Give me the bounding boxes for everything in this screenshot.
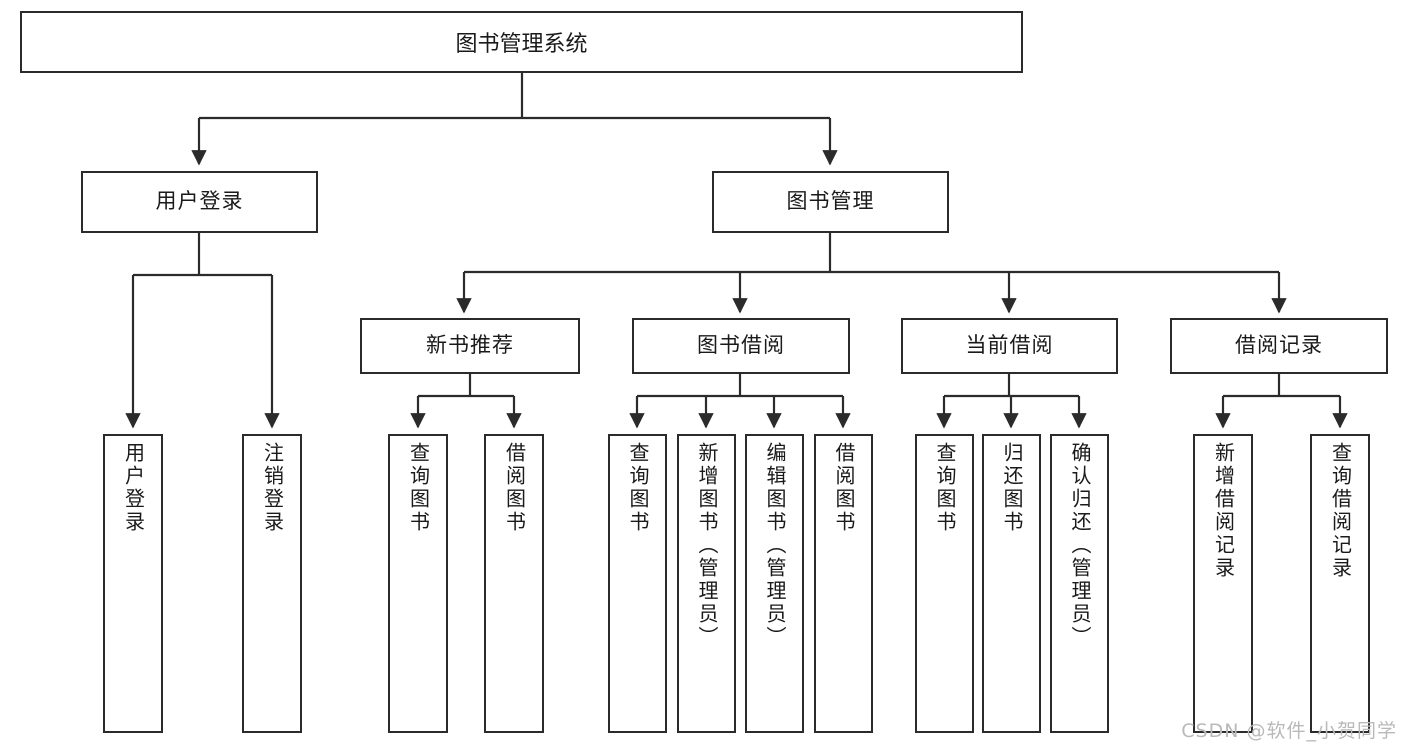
node-new-book-recommend[interactable]: 新书推荐 bbox=[360, 318, 580, 374]
node-label: 借阅图书 bbox=[502, 442, 527, 534]
node-root-system[interactable]: 图书管理系统 bbox=[20, 11, 1023, 73]
node-label: 查询图书 bbox=[406, 442, 431, 534]
node-user-login[interactable]: 用户登录 bbox=[81, 171, 318, 233]
node-borrow-record[interactable]: 借阅记录 bbox=[1170, 318, 1388, 374]
leaf-book-borrow-lend[interactable]: 借阅图书 bbox=[814, 434, 873, 733]
leaf-current-borrow-confirm-return[interactable]: 确认归还（管理员） bbox=[1050, 434, 1109, 733]
node-label: 编辑图书（管理员） bbox=[763, 442, 787, 649]
node-label: 用户登录 bbox=[155, 189, 244, 214]
leaf-new-book-query[interactable]: 查询图书 bbox=[388, 434, 448, 733]
leaf-borrow-record-query[interactable]: 查询借阅记录 bbox=[1310, 434, 1370, 733]
node-label: 当前借阅 bbox=[965, 333, 1054, 358]
leaf-user-login-signin[interactable]: 用户登录 bbox=[103, 434, 163, 733]
node-label: 注销登录 bbox=[260, 442, 285, 534]
leaf-book-borrow-add[interactable]: 新增图书（管理员） bbox=[677, 434, 736, 733]
node-label: 用户登录 bbox=[121, 442, 146, 534]
node-book-borrow[interactable]: 图书借阅 bbox=[632, 318, 850, 374]
leaf-user-login-signout[interactable]: 注销登录 bbox=[242, 434, 302, 733]
leaf-current-borrow-return[interactable]: 归还图书 bbox=[982, 434, 1041, 733]
node-label: 图书管理 bbox=[786, 189, 875, 214]
node-label: 查询借阅记录 bbox=[1328, 442, 1353, 580]
node-label: 新增图书（管理员） bbox=[695, 442, 719, 649]
node-label: 新增借阅记录 bbox=[1211, 442, 1236, 580]
node-current-borrow[interactable]: 当前借阅 bbox=[901, 318, 1118, 374]
leaf-book-borrow-edit[interactable]: 编辑图书（管理员） bbox=[745, 434, 804, 733]
node-label: 确认归还（管理员） bbox=[1068, 442, 1092, 649]
node-label: 借阅记录 bbox=[1235, 333, 1323, 358]
node-label: 查询图书 bbox=[933, 442, 957, 534]
leaf-book-borrow-query[interactable]: 查询图书 bbox=[608, 434, 667, 733]
leaf-current-borrow-query[interactable]: 查询图书 bbox=[915, 434, 974, 733]
node-label: 借阅图书 bbox=[832, 442, 856, 534]
node-label: 图书管理系统 bbox=[455, 32, 588, 57]
watermark: CSDN @软件_小贺同学 bbox=[1181, 720, 1397, 742]
node-book-management[interactable]: 图书管理 bbox=[712, 171, 949, 233]
node-label: 图书借阅 bbox=[697, 333, 785, 358]
node-label: 新书推荐 bbox=[426, 333, 514, 358]
node-label: 归还图书 bbox=[1000, 442, 1024, 534]
leaf-borrow-record-add[interactable]: 新增借阅记录 bbox=[1193, 434, 1253, 733]
leaf-new-book-borrow[interactable]: 借阅图书 bbox=[484, 434, 544, 733]
node-label: 查询图书 bbox=[626, 442, 650, 534]
